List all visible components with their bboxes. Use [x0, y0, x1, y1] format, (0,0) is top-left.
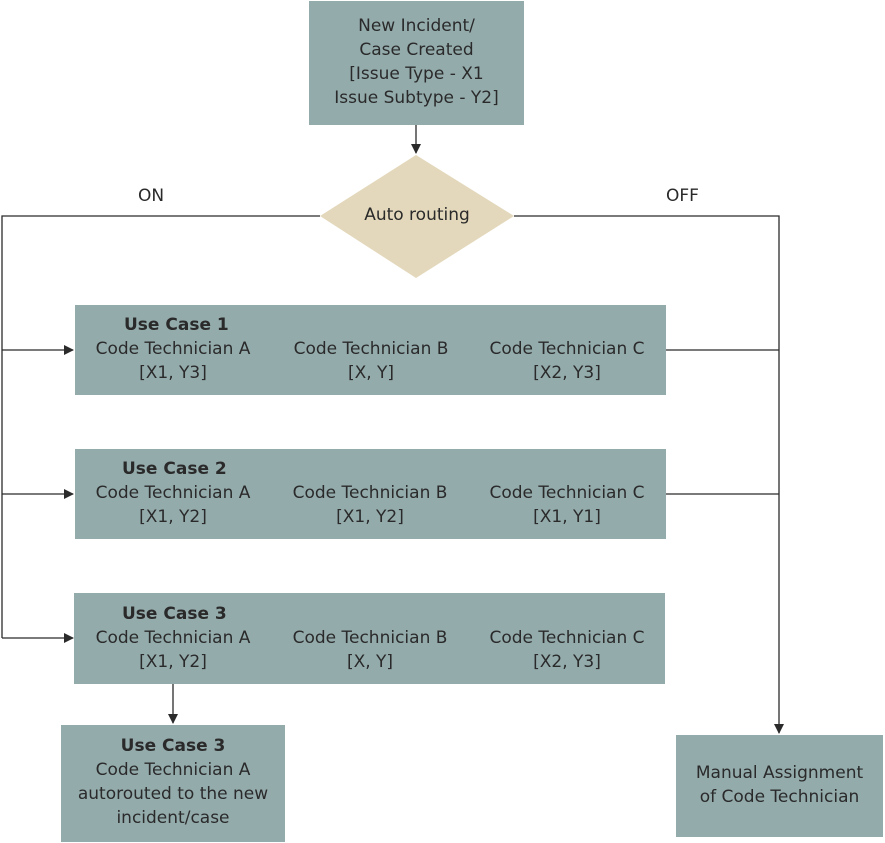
tech-name: Code Technician C: [489, 483, 645, 503]
tech-value: [X1, Y2]: [139, 652, 207, 672]
on-branch-line: [1, 215, 320, 638]
use-case-1-title: Use Case 1: [124, 315, 229, 335]
start-box: New Incident/ Case Created [Issue Type -…: [309, 1, 524, 125]
off-label: OFF: [666, 186, 699, 206]
use-case-2-title: Use Case 2: [122, 459, 227, 479]
tech-value: [X1, Y2]: [139, 507, 207, 527]
start-line-4: Issue Subtype - Y2]: [334, 88, 499, 108]
on-label: ON: [138, 186, 165, 206]
use-case-1-tech-b: Code Technician B [X, Y]: [271, 337, 471, 385]
tech-name: Code Technician B: [292, 483, 448, 503]
use-case-3-tech-b: Code Technician B [X, Y]: [270, 626, 470, 674]
tech-name: Code Technician C: [489, 339, 645, 359]
use-case-2-tech-c: Code Technician C [X1, Y1]: [467, 481, 667, 529]
tech-value: [X1, Y2]: [336, 507, 404, 527]
manual-assignment-box: Manual Assignment of Code Technician: [676, 735, 883, 837]
result-title: Use Case 3: [120, 736, 226, 756]
use-case-1-tech-c: Code Technician C [X2, Y3]: [467, 337, 667, 385]
decision-label: Auto routing: [364, 205, 470, 225]
result-line-1: Code Technician A: [95, 760, 251, 780]
use-case-2-tech-b: Code Technician B [X1, Y2]: [270, 481, 470, 529]
use-case-1-tech-a: Code Technician A [X1, Y3]: [73, 337, 273, 385]
result-box: Use Case 3 Code Technician A autorouted …: [61, 725, 285, 842]
use-case-3-tech-c: Code Technician C [X2, Y3]: [467, 626, 667, 674]
tech-name: Code Technician A: [95, 339, 251, 359]
tech-name: Code Technician B: [293, 339, 449, 359]
use-case-3-tech-a: Code Technician A [X1, Y2]: [73, 626, 273, 674]
tech-name: Code Technician B: [292, 628, 448, 648]
use-case-2-box: Use Case 2 Code Technician A [X1, Y2] Co…: [75, 449, 666, 539]
tech-name: Code Technician A: [95, 483, 251, 503]
tech-value: [X1, Y1]: [533, 507, 601, 527]
tech-value: [X2, Y3]: [533, 363, 601, 383]
use-case-1-box: Use Case 1 Code Technician A [X1, Y3] Co…: [75, 305, 666, 395]
use-case-2-tech-a: Code Technician A [X1, Y2]: [73, 481, 273, 529]
manual-line-2: of Code Technician: [699, 787, 860, 807]
result-line-3: incident/case: [116, 808, 230, 828]
tech-name: Code Technician A: [95, 628, 251, 648]
tech-name: Code Technician C: [489, 628, 645, 648]
tech-value: [X, Y]: [347, 363, 395, 383]
use-case-3-box: Use Case 3 Code Technician A [X1, Y2] Co…: [74, 593, 665, 684]
decision-diamond: [320, 155, 514, 278]
start-line-3: [Issue Type - X1: [349, 64, 484, 84]
result-line-2: autorouted to the new: [77, 784, 269, 804]
tech-value: [X2, Y3]: [533, 652, 601, 672]
start-line-2: Case Created: [359, 40, 474, 60]
manual-line-1: Manual Assignment: [695, 763, 864, 783]
use-case-3-title: Use Case 3: [122, 604, 227, 624]
off-branch-line: [514, 215, 784, 734]
tech-value: [X, Y]: [346, 652, 394, 672]
tech-value: [X1, Y3]: [139, 363, 207, 383]
start-line-1: New Incident/: [358, 16, 475, 36]
